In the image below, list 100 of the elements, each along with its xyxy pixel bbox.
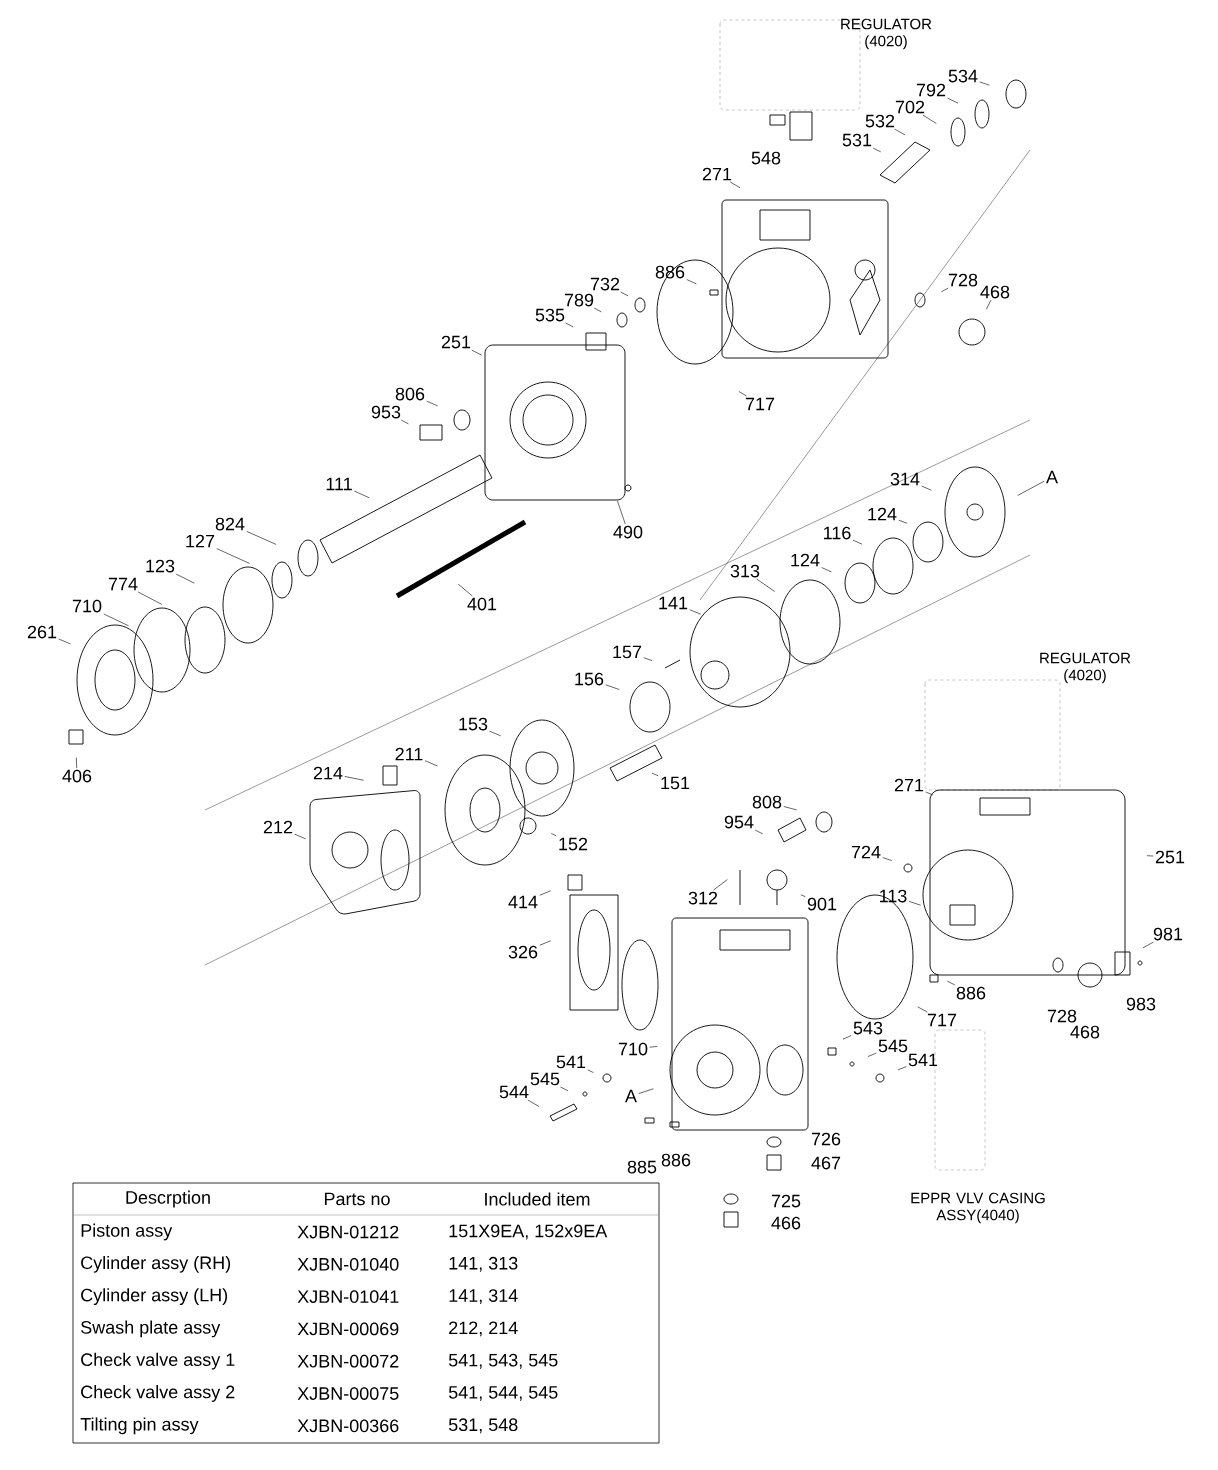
callout-number: 116 xyxy=(824,526,851,540)
table-cell-text: XJBN-01040 xyxy=(297,1257,399,1271)
callout-number: 157 xyxy=(613,645,642,659)
leader-line xyxy=(852,539,863,545)
callout-number: 541 xyxy=(556,1055,586,1069)
leader-line xyxy=(756,578,775,592)
column-header: Descrption xyxy=(126,1190,210,1208)
part-label: REGULATOR (4020) xyxy=(841,18,932,50)
leader-line xyxy=(908,901,921,906)
callout-number: 710 xyxy=(618,1042,648,1056)
leader-line xyxy=(175,573,195,584)
leader-line xyxy=(560,1086,569,1092)
leader-line xyxy=(354,490,370,499)
table-cell-text: XJBN-00072 xyxy=(297,1354,399,1368)
callout-number: 113 xyxy=(880,889,907,903)
table-cell-text: Cylinder assy (RH) xyxy=(81,1255,231,1273)
leader-line xyxy=(783,806,797,811)
callout-number: 717 xyxy=(745,397,775,411)
leader-line xyxy=(754,829,764,835)
callout-number: 901 xyxy=(807,897,837,911)
callout-number: 313 xyxy=(730,564,760,578)
callout-number: 543 xyxy=(853,1021,883,1035)
leader-line xyxy=(294,833,307,840)
table-cell-text: XJBN-01212 xyxy=(297,1225,399,1239)
callout-number: 123 xyxy=(146,559,175,573)
callout-number: 535 xyxy=(535,308,565,322)
leader-line xyxy=(400,419,409,425)
leader-line xyxy=(471,349,483,356)
callout-number: 732 xyxy=(590,277,620,291)
callout-number: 124 xyxy=(791,553,820,567)
callout-number: 545 xyxy=(878,1039,908,1053)
leader-line xyxy=(842,1035,852,1040)
callout-number: 214 xyxy=(313,766,343,780)
leader-line xyxy=(565,322,574,328)
callout-number: 981 xyxy=(1153,927,1183,941)
callout-number: 468 xyxy=(980,285,1010,299)
callout-number: 414 xyxy=(508,895,538,909)
callout-number: 251 xyxy=(1155,850,1185,864)
leader-line xyxy=(651,772,659,777)
part-label: EPPR VLV CASING ASSY(4040) xyxy=(911,1192,1045,1224)
callout-number: 724 xyxy=(851,845,881,859)
leader-line xyxy=(898,519,908,524)
callout-number: 271 xyxy=(702,167,732,181)
callout-number: 156 xyxy=(575,672,604,686)
leader-line xyxy=(921,485,932,491)
callout-number: 152 xyxy=(559,837,588,851)
leader-line xyxy=(424,760,438,767)
leader-line xyxy=(137,591,163,605)
callout-number: 153 xyxy=(459,717,488,731)
callout-number: 531 xyxy=(842,133,872,147)
callout-number: 953 xyxy=(371,405,401,419)
callout-number: 954 xyxy=(724,815,754,829)
leader-line xyxy=(689,609,701,615)
leader-line xyxy=(489,730,502,737)
leader-line xyxy=(426,400,439,407)
callout-number: 806 xyxy=(395,387,425,401)
callout-number: 468 xyxy=(1070,1025,1100,1039)
leader-line xyxy=(940,287,949,293)
leader-line xyxy=(58,638,71,645)
table-cell-text: Swash plate assy xyxy=(81,1320,221,1338)
leader-line xyxy=(979,81,990,86)
leader-line xyxy=(925,791,934,796)
table-cell-text: 141, 313 xyxy=(449,1256,518,1272)
leader-line xyxy=(216,548,250,564)
callout-number: 141 xyxy=(659,596,688,610)
leader-line xyxy=(1017,480,1045,496)
callout-number: 792 xyxy=(916,83,946,97)
callout-number: 774 xyxy=(108,577,138,591)
callout-number: 151 xyxy=(661,776,690,790)
callout-number: 127 xyxy=(186,534,215,548)
callout-number: A xyxy=(1046,470,1058,484)
callout-number: 728 xyxy=(1047,1009,1077,1023)
callout-number: 545 xyxy=(530,1072,560,1086)
callout-number: 314 xyxy=(890,472,920,486)
leader-line xyxy=(867,1052,877,1057)
callout-number: 886 xyxy=(655,265,685,279)
callout-number: 983 xyxy=(1126,997,1156,1011)
callout-number: 466 xyxy=(771,1216,801,1230)
callout-number: 326 xyxy=(508,945,538,959)
callout-number: 124 xyxy=(868,507,897,521)
leader-line xyxy=(457,583,473,597)
leader-line xyxy=(917,1006,928,1013)
callout-number: 211 xyxy=(395,747,423,761)
leader-line xyxy=(882,857,893,861)
callout-number: 532 xyxy=(865,114,895,128)
table-cell-text: XJBN-00366 xyxy=(297,1419,399,1433)
table-cell-text: 541, 544, 545 xyxy=(448,1386,558,1401)
callout-number: 111 xyxy=(326,477,352,491)
leader-line xyxy=(1146,855,1154,857)
leader-line xyxy=(539,940,551,946)
callout-number: 271 xyxy=(894,778,924,792)
callout-number: 702 xyxy=(895,100,925,114)
leader-line xyxy=(527,1099,540,1107)
leader-line xyxy=(800,894,806,897)
table-cell-text: XJBN-00069 xyxy=(297,1322,399,1336)
leader-line xyxy=(821,567,832,573)
callout-number: A xyxy=(625,1089,637,1103)
leader-line xyxy=(593,307,602,313)
leader-line xyxy=(539,890,551,896)
leader-line xyxy=(103,613,129,627)
